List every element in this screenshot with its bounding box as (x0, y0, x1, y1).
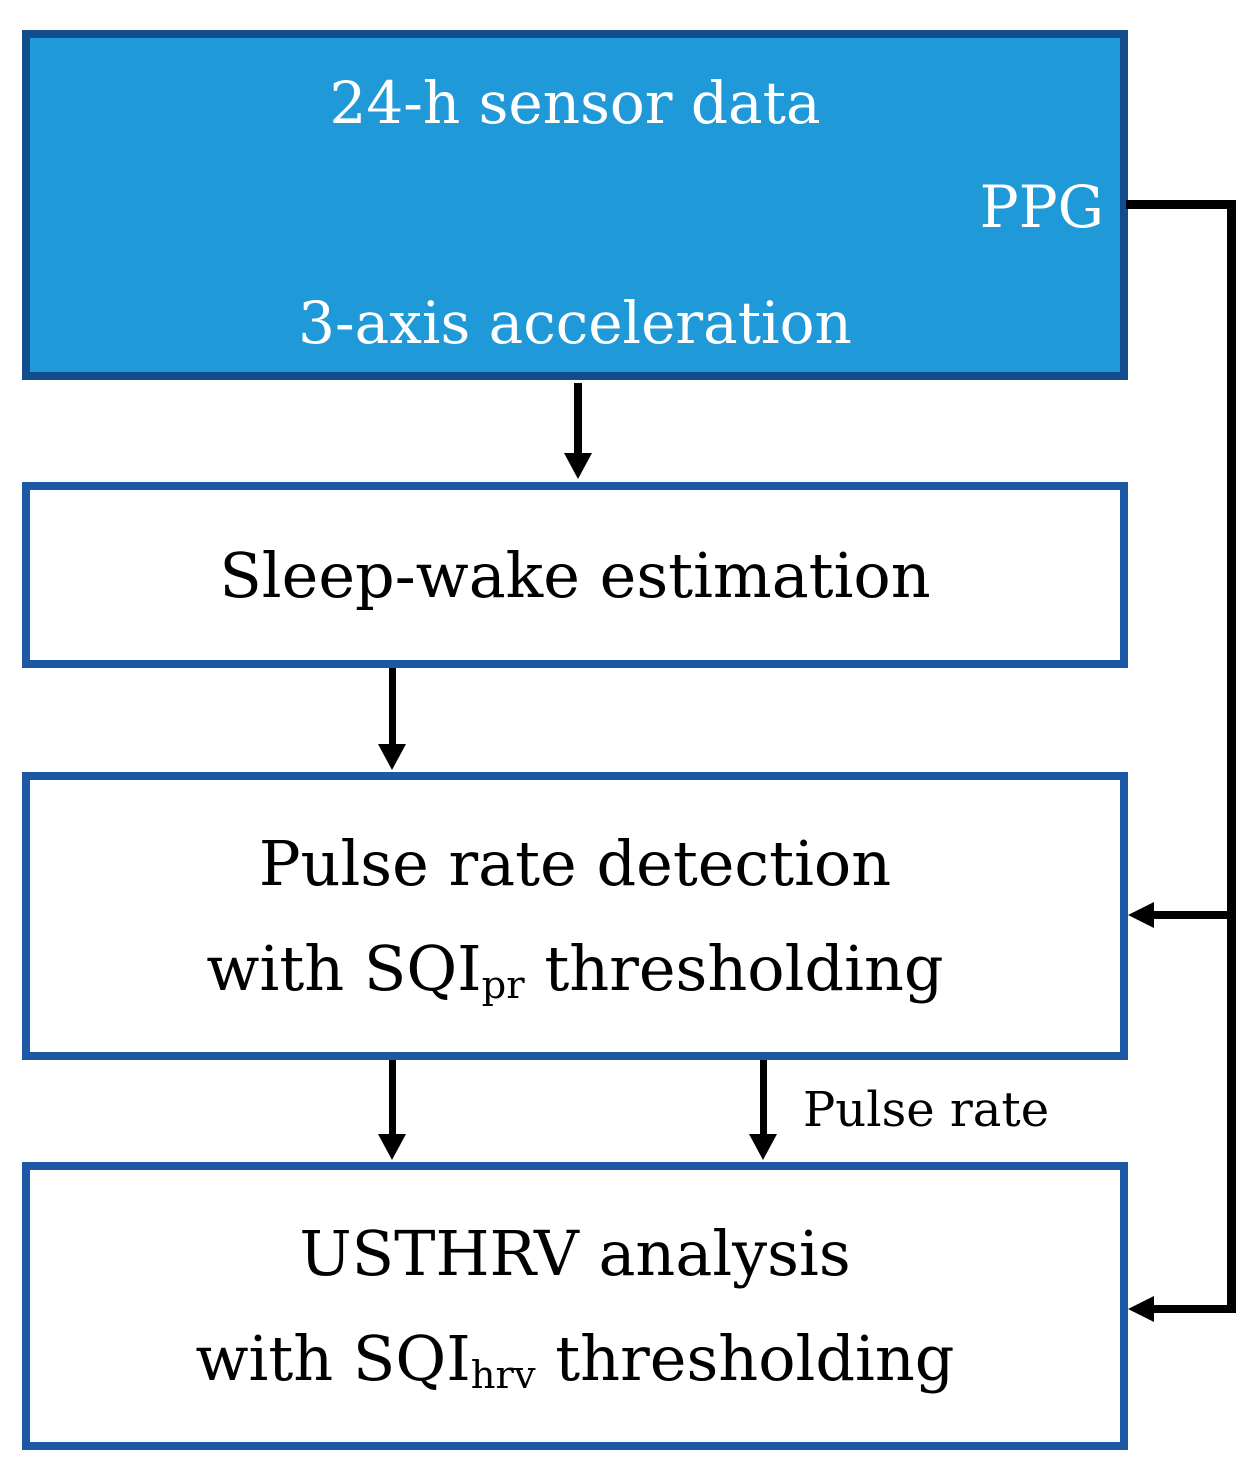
arrow-pulse-to-usthrv-left-head (378, 1134, 406, 1160)
pulse-detection-line1: Pulse rate detection (258, 826, 892, 900)
arrow-pulse-to-usthrv-right-head (749, 1134, 777, 1160)
pulse-detection-line2-prefix: with SQI (206, 931, 482, 1005)
usthrv-line2-suffix: thresholding (535, 1321, 955, 1395)
node-usthrv-analysis: USTHRV analysis with SQIhrv thresholding (22, 1162, 1128, 1450)
node-sleep-wake: Sleep-wake estimation (22, 482, 1128, 668)
arrow-sensor-to-sleep-shaft (574, 383, 582, 455)
arrow-pulse-to-usthrv-left-shaft (389, 1060, 396, 1138)
pulse-detection-line2-suffix: thresholding (524, 931, 944, 1005)
ppg-branch-to-pulse-head (1128, 902, 1154, 928)
pulse-detection-sqi-subscript: pr (481, 962, 525, 1008)
arrow-pulse-to-usthrv-right-shaft (760, 1060, 767, 1138)
arrow-sensor-to-sleep-head (564, 453, 592, 479)
accel-output-label: 3-axis acceleration (298, 289, 852, 357)
sleep-wake-label: Sleep-wake estimation (219, 538, 931, 612)
ppg-branch-to-usthrv-line (1150, 1305, 1227, 1313)
ppg-line-vertical (1227, 200, 1236, 1313)
ppg-line-horizontal-top (1126, 200, 1236, 209)
usthrv-sqi-subscript: hrv (470, 1352, 536, 1398)
ppg-branch-to-pulse-line (1150, 911, 1227, 919)
usthrv-line2: with SQIhrv thresholding (195, 1306, 954, 1420)
pulse-rate-edge-label: Pulse rate (803, 1082, 1050, 1138)
sensor-data-title: 24-h sensor data (329, 69, 821, 137)
arrow-sleep-to-pulse-head (378, 744, 406, 770)
ppg-branch-to-usthrv-head (1128, 1296, 1154, 1322)
usthrv-line2-prefix: with SQI (195, 1321, 471, 1395)
pulse-detection-line2: with SQIpr thresholding (206, 916, 943, 1030)
node-pulse-rate-detection: Pulse rate detection with SQIpr threshol… (22, 772, 1128, 1060)
usthrv-line1: USTHRV analysis (299, 1216, 851, 1290)
ppg-output-label: PPG (979, 173, 1104, 241)
node-sensor-data: 24-h sensor data PPG 3-axis acceleration (22, 30, 1128, 380)
arrow-sleep-to-pulse-shaft (389, 668, 396, 746)
